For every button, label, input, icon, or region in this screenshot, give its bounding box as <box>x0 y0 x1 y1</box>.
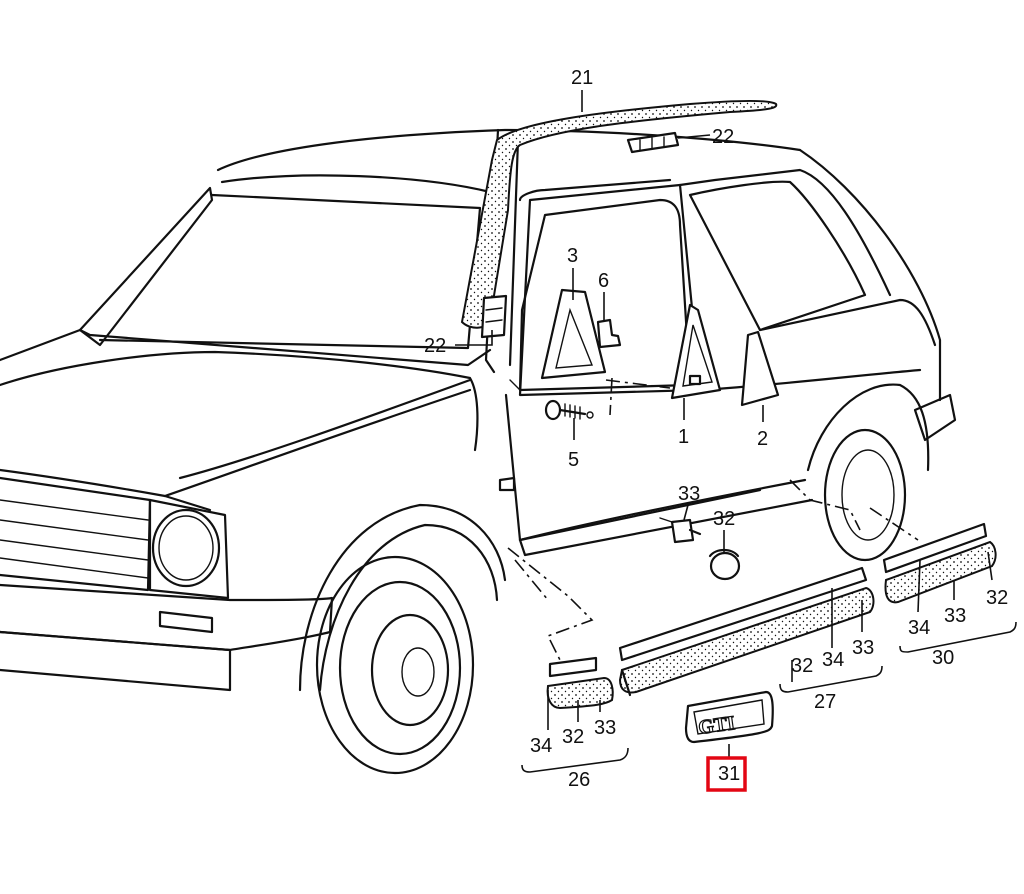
leader-lines <box>455 90 1017 773</box>
part-3-window-triangle <box>540 288 607 380</box>
callout-5: 5 <box>568 449 579 471</box>
part-21-roof-seal <box>460 100 778 329</box>
part-6-clip <box>596 318 622 349</box>
callout-26: 26 <box>568 769 590 791</box>
part-5-screw <box>544 399 594 421</box>
callout-33-rivet: 33 <box>678 483 700 505</box>
callout-32-rear: 32 <box>986 587 1008 609</box>
part-27-door-moulding <box>618 566 875 697</box>
callout-33-door: 33 <box>852 637 874 659</box>
callout-27: 27 <box>814 691 836 713</box>
callout-6: 6 <box>598 270 609 292</box>
callout-32-cap: 32 <box>713 508 735 530</box>
callout-34-rear: 34 <box>908 617 930 639</box>
callout-22-roof: 22 <box>712 126 734 148</box>
callout-21: 21 <box>571 67 593 89</box>
part-22-clip-pillar <box>480 294 508 339</box>
callout-31-highlight-box <box>706 756 747 792</box>
callout-33-front: 33 <box>594 717 616 739</box>
callout-33-rear: 33 <box>944 605 966 627</box>
part-26-front-moulding <box>546 656 614 710</box>
callout-32-door: 32 <box>791 655 813 677</box>
callout-2: 2 <box>757 428 768 450</box>
callout-labels: 21 22 22 3 6 5 1 2 33 32 34 32 33 26 32 … <box>424 67 1008 791</box>
callout-3: 3 <box>567 245 578 267</box>
part-32-cap <box>708 548 741 581</box>
part-33-rivet <box>659 517 702 544</box>
callout-22-pillar: 22 <box>424 335 446 357</box>
part-2-rear-triangle <box>740 330 780 407</box>
part-1-door-triangle <box>670 303 722 400</box>
callout-34-door: 34 <box>822 649 844 671</box>
callout-30: 30 <box>932 647 954 669</box>
part-22-clip-roof <box>626 131 680 154</box>
part-31-gti-badge: GTI <box>684 690 774 744</box>
part-30-rear-moulding <box>882 522 997 604</box>
callout-34-front: 34 <box>530 735 552 757</box>
callout-32-front: 32 <box>562 726 584 748</box>
callout-1: 1 <box>678 426 689 448</box>
callout-31: 31 <box>718 763 740 785</box>
